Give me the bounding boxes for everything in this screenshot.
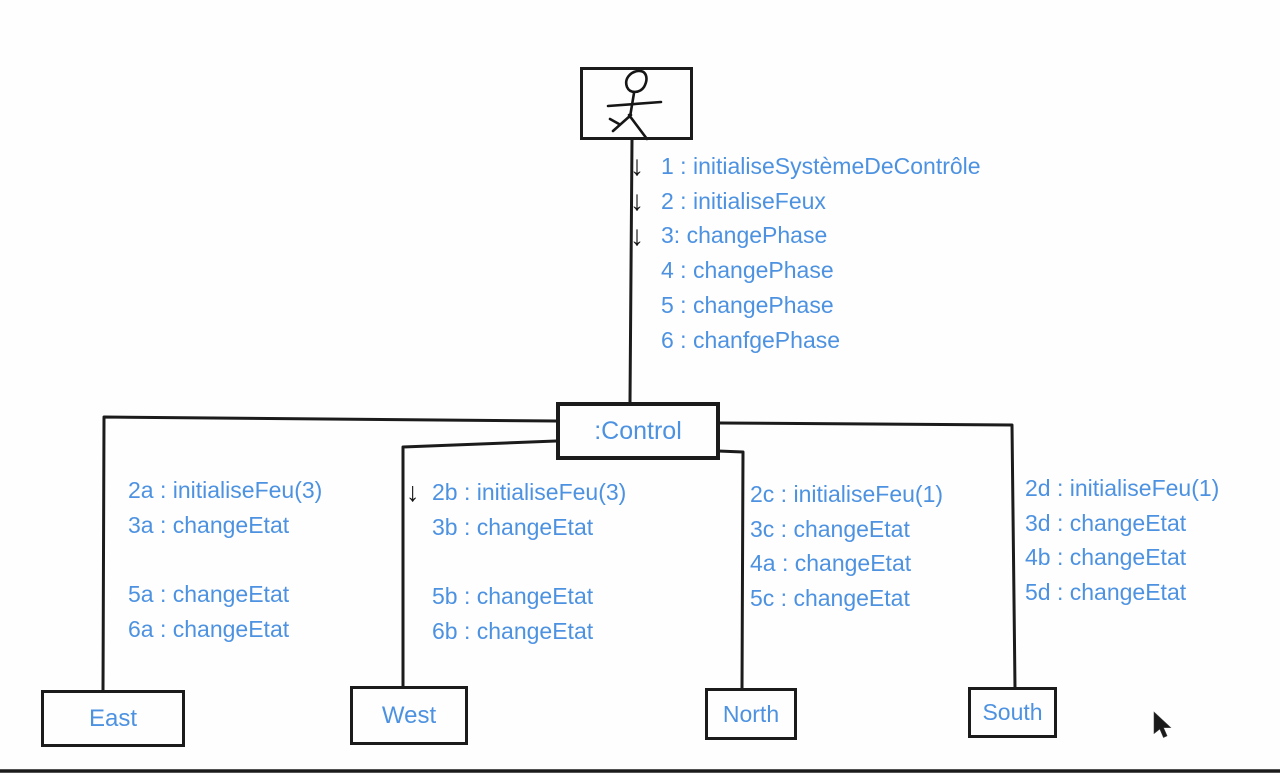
message-row: 3d : changeEtat <box>1025 506 1219 541</box>
message-text: 5d : changeEtat <box>1025 579 1187 606</box>
actor-node <box>580 67 693 140</box>
east-node-label: East <box>88 704 138 732</box>
west-node-label: West <box>381 701 437 729</box>
message-text: 3d : changeEtat <box>1025 509 1187 536</box>
message-row-blank <box>406 545 626 580</box>
message-row: 2c : initialiseFeu(1) <box>750 477 943 512</box>
actor-message-row: 4 : changePhase <box>630 253 981 288</box>
message-row-blank <box>128 543 322 578</box>
down-arrow-icon: ↓ <box>630 219 644 251</box>
message-text: 1 : initialiseSystèmeDeContrôle <box>661 152 981 179</box>
message-row: 2a : initialiseFeu(3) <box>128 473 322 508</box>
message-row: 5d : changeEtat <box>1025 575 1219 610</box>
north-message-list: 2c : initialiseFeu(1) 3c : changeEtat 4a… <box>750 477 943 616</box>
message-text: 6a : changeEtat <box>128 616 290 643</box>
message-text: 2 : initialiseFeux <box>661 187 826 214</box>
message-text: 3a : changeEtat <box>128 511 290 538</box>
down-arrow-icon: ↓ <box>630 150 644 182</box>
message-text: 3b : changeEtat <box>432 513 594 540</box>
message-text: 3c : changeEtat <box>750 515 910 542</box>
message-text: 4b : changeEtat <box>1025 544 1187 571</box>
message-row: 3a : changeEtat <box>128 508 322 543</box>
east-message-list: 2a : initialiseFeu(3) 3a : changeEtat 5a… <box>128 473 322 647</box>
actor-message-row: 5 : changePhase <box>630 288 981 323</box>
actor-message-row: ↓ 2 : initialiseFeux <box>630 184 981 219</box>
message-text: 5c : changeEtat <box>750 585 910 612</box>
message-row: 5a : changeEtat <box>128 577 322 612</box>
message-text: 2c : initialiseFeu(1) <box>750 480 944 507</box>
actor-message-list: ↓ 1 : initialiseSystèmeDeContrôle ↓ 2 : … <box>630 149 981 358</box>
south-node: South <box>968 687 1057 738</box>
east-node: East <box>41 690 185 747</box>
south-node-label: South <box>982 699 1043 725</box>
actor-message-row: ↓ 3: changePhase <box>630 219 981 254</box>
west-node: West <box>350 686 468 745</box>
message-text: 5a : changeEtat <box>128 581 290 608</box>
message-text: 2b : initialiseFeu(3) <box>432 478 627 505</box>
message-text: 6b : changeEtat <box>432 618 594 645</box>
west-message-list: ↓ 2b : initialiseFeu(3) 3b : changeEtat … <box>406 475 626 649</box>
actor-message-row: ↓ 1 : initialiseSystèmeDeContrôle <box>630 149 981 184</box>
message-row: 5b : changeEtat <box>406 579 626 614</box>
mouse-pointer-icon <box>1153 711 1172 738</box>
message-text: 5b : changeEtat <box>432 583 594 610</box>
message-text: 6 : chanfgePhase <box>661 326 841 353</box>
down-arrow-icon: ↓ <box>406 476 420 507</box>
message-row: 5c : changeEtat <box>750 581 943 616</box>
message-text: 3: changePhase <box>661 222 828 249</box>
message-row: 3c : changeEtat <box>750 512 943 547</box>
down-arrow-icon: ↓ <box>630 185 644 217</box>
north-node-label: North <box>722 700 780 727</box>
message-row: 3b : changeEtat <box>406 510 626 545</box>
message-text: 4 : changePhase <box>661 257 834 284</box>
message-text: 5 : changePhase <box>661 292 834 319</box>
control-node: :Control <box>556 402 720 460</box>
actor-message-row: 6 : chanfgePhase <box>630 323 981 358</box>
message-row: 6a : changeEtat <box>128 612 322 647</box>
control-node-label: :Control <box>594 416 682 445</box>
message-row: 2d : initialiseFeu(1) <box>1025 471 1219 506</box>
message-row: ↓ 2b : initialiseFeu(3) <box>406 475 626 510</box>
message-text: 2d : initialiseFeu(1) <box>1025 474 1220 501</box>
connector-control-to-north <box>716 449 745 691</box>
message-text: 2a : initialiseFeu(3) <box>128 476 323 503</box>
message-text: 4a : changeEtat <box>750 550 912 577</box>
south-message-list: 2d : initialiseFeu(1) 3d : changeEtat 4b… <box>1025 471 1219 610</box>
message-row: 6b : changeEtat <box>406 614 626 649</box>
message-row: 4a : changeEtat <box>750 547 943 582</box>
north-node: North <box>705 688 797 740</box>
message-row: 4b : changeEtat <box>1025 541 1219 576</box>
